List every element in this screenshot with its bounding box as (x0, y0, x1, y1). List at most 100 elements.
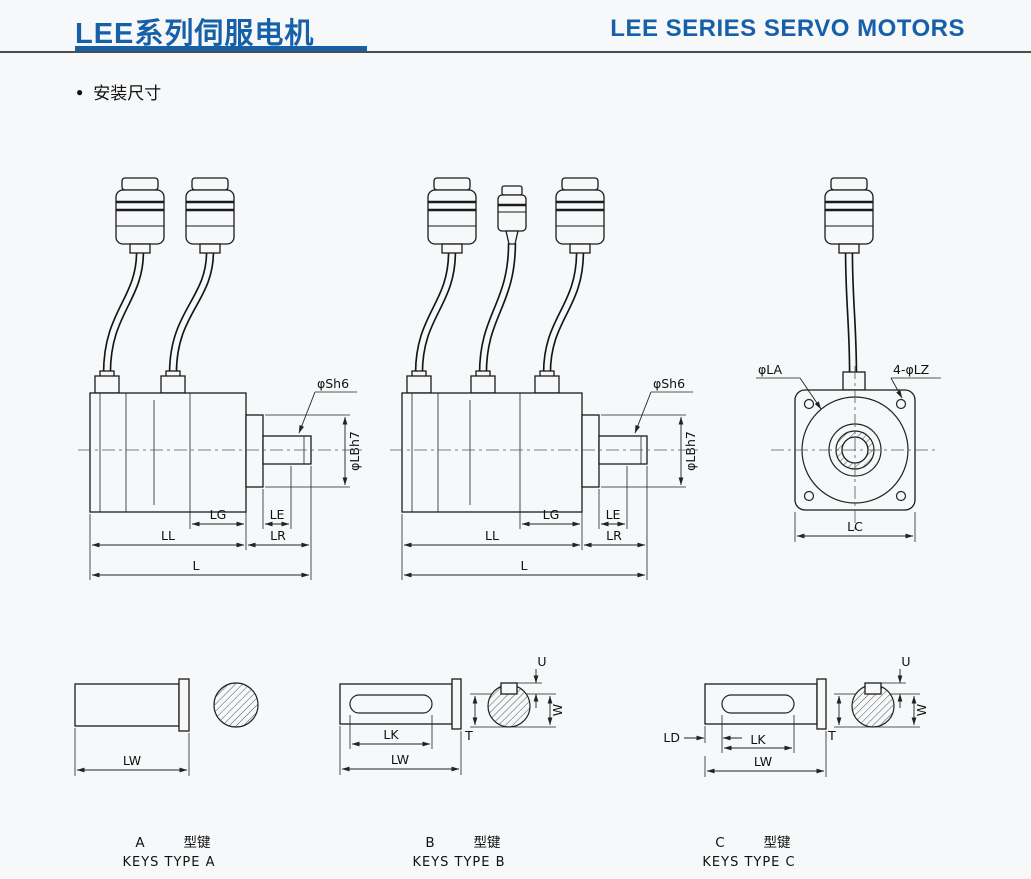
dim-label: LW (123, 753, 141, 768)
section-title: 安装尺寸 (93, 84, 162, 103)
dim-shaft-dia-b: φSh6 (634, 376, 693, 434)
key-type-cn: 型键 (474, 835, 501, 851)
dim-t-b: T (464, 693, 509, 743)
connector-plug-a1 (115, 177, 165, 254)
motor-side-view-b: φSh6 φLBh7 LG LE (390, 177, 700, 580)
dim-label: T (464, 728, 473, 743)
dim-label: W (550, 704, 565, 716)
caption-key-a: A 型键 KEYS TYPE A (122, 835, 215, 870)
key-b-section (487, 682, 531, 728)
key-c-end (816, 678, 827, 730)
dim-label: LG (543, 507, 560, 522)
dim-label: L (521, 558, 528, 573)
dim-w-c: W (873, 695, 929, 728)
dim-label: U (901, 654, 910, 669)
dim-shaft-dia-a: φSh6 (298, 376, 357, 434)
dim-label: LD (663, 730, 680, 745)
header-divider (0, 51, 1031, 53)
motor-body-a (89, 392, 312, 513)
dim-w-b: W (509, 695, 565, 728)
dim-label: LG (210, 507, 227, 522)
connector-plug-b1 (427, 177, 477, 254)
cable-front (844, 251, 858, 374)
dim-label: LE (270, 507, 285, 522)
motor-front-view: φLA 4-φLZ LC (756, 177, 941, 542)
dim-label: φLA (758, 362, 782, 377)
key-b-body (339, 683, 453, 725)
dim-label: U (537, 654, 546, 669)
mounting-hole (895, 398, 907, 410)
key-b-slot (349, 694, 433, 714)
key-type-en: KEYS TYPE C (702, 855, 795, 870)
dim-lc: LC (794, 512, 916, 542)
dim-lg-b: LG (519, 507, 583, 550)
bullet-icon: ● (76, 84, 84, 99)
dim-lw-a: LW (74, 728, 190, 776)
dim-ld-c: LD (663, 715, 742, 753)
dim-label: φLBh7 (347, 431, 362, 471)
cable-gland-front (842, 371, 866, 391)
cable-glands-b (406, 370, 560, 394)
caption-key-b: B 型键 KEYS TYPE B (412, 835, 505, 870)
dim-label: 4-φLZ (893, 362, 929, 377)
title-accent-bar (75, 46, 367, 52)
dim-u-b: U (517, 654, 556, 708)
key-type-cn: 型键 (184, 835, 211, 851)
dim-u-c: U (881, 654, 920, 708)
dim-label: LE (606, 507, 621, 522)
dim-pilot-dia-b: φLBh7 (601, 414, 698, 488)
dim-lz: 4-φLZ (890, 362, 941, 399)
caption-key-c: C 型键 KEYS TYPE C (702, 835, 795, 870)
dim-label: LR (270, 528, 286, 543)
dim-lk-b: LK (349, 715, 433, 749)
dim-lw-b: LW (339, 726, 462, 775)
dim-lr-b: LR (583, 466, 648, 580)
dim-label: LL (161, 528, 175, 543)
key-type-b: LK LW U W (339, 654, 565, 870)
dim-pilot-dia-a: φLBh7 (265, 414, 362, 488)
dim-label: T (827, 728, 836, 743)
pilot-boss-b (581, 414, 600, 488)
mounting-hole (895, 490, 907, 502)
motor-side-view-a: φSh6 φLBh7 LG LE (78, 177, 362, 580)
cable-glands-a (94, 370, 186, 394)
dim-lk-c: LK (723, 715, 795, 753)
connector-plug-front (824, 177, 874, 254)
key-letter: A (135, 835, 145, 851)
dim-lw-c: LW (704, 731, 827, 777)
dim-lg-a: LG (189, 507, 247, 550)
keyway-notch (864, 682, 882, 695)
dim-l-b: L (403, 558, 646, 578)
key-b-end (451, 678, 462, 730)
key-type-en: KEYS TYPE A (122, 855, 215, 870)
key-letter: B (425, 835, 434, 851)
connector-plug-b2-small (497, 185, 527, 245)
dim-label: LR (606, 528, 622, 543)
key-a-section (213, 682, 259, 728)
dim-l-a: L (91, 558, 310, 578)
dim-label: LW (391, 752, 409, 767)
page-title-en: LEE SERIES SERVO MOTORS (610, 15, 965, 42)
mounting-hole (803, 398, 815, 410)
key-c-slot (721, 694, 795, 714)
key-a-body (74, 683, 180, 727)
dim-label: φSh6 (653, 376, 685, 391)
pilot-boss-a (245, 414, 264, 488)
key-letter: C (715, 835, 724, 851)
cables-a (102, 251, 215, 374)
key-a-end (178, 678, 190, 732)
dim-label: L (193, 558, 200, 573)
dim-le-a: LE (262, 466, 292, 529)
dim-label: φSh6 (317, 376, 349, 391)
dim-t-c: T (827, 693, 873, 743)
dim-label: LK (750, 732, 766, 747)
key-type-c: LD LK LW U (663, 654, 929, 870)
dim-label: LK (383, 727, 399, 742)
dim-lr-a: LR (247, 466, 312, 580)
key-type-a: LW A 型键 KEYS TYPE A (74, 678, 259, 870)
cables-b (414, 242, 585, 374)
key-type-en: KEYS TYPE B (412, 855, 505, 870)
dim-label: LL (485, 528, 499, 543)
mounting-hole (803, 490, 815, 502)
